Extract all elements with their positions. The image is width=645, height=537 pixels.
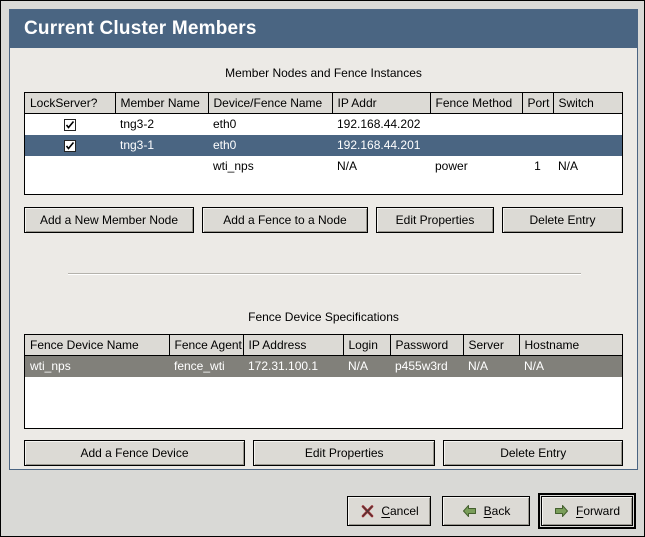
member-nodes-buttons: Add a New Member Node Add a Fence to a N… bbox=[24, 207, 623, 233]
add-fence-device-button[interactable]: Add a Fence Device bbox=[24, 440, 245, 466]
col-member-name[interactable]: Member Name bbox=[115, 93, 209, 114]
cancel-button-label: Cancel bbox=[381, 504, 419, 518]
col-ip-addr[interactable]: IP Addr bbox=[332, 93, 431, 114]
fence-devices-grid: Fence Device Name Fence Agent IP Address… bbox=[25, 335, 622, 377]
member-nodes-body: tng3-2 eth0 192.168.44.202 bbox=[25, 114, 622, 177]
cell-port bbox=[522, 114, 553, 135]
cell-ip-addr: N/A bbox=[337, 159, 358, 173]
cell-fence-method bbox=[430, 134, 522, 156]
cell-hostname: N/A bbox=[519, 355, 622, 377]
fence-devices-section: Fence Device Specifications Fenc bbox=[10, 310, 637, 466]
cell-member-name bbox=[115, 156, 208, 177]
cell-fence-agent: fence_wti bbox=[169, 355, 243, 377]
member-nodes-caption: Member Nodes and Fence Instances bbox=[225, 66, 422, 80]
cell-port bbox=[522, 134, 553, 156]
member-nodes-section: Member Nodes and Fence Instances bbox=[10, 66, 637, 233]
col-fence-agent[interactable]: Fence Agent bbox=[169, 335, 244, 356]
checkmark-icon bbox=[65, 121, 75, 129]
checkbox-lockserver[interactable] bbox=[64, 119, 76, 132]
cell-password: p455w3rd bbox=[390, 355, 463, 377]
fence-devices-caption: Fence Device Specifications bbox=[248, 310, 399, 324]
col-fence-device-name[interactable]: Fence Device Name bbox=[25, 335, 170, 356]
cancel-button[interactable]: Cancel bbox=[347, 496, 431, 526]
col-switch[interactable]: Switch bbox=[553, 93, 622, 114]
col-device-fence-name[interactable]: Device/Fence Name bbox=[208, 93, 333, 114]
cell-fence-device-name: wti_nps bbox=[25, 355, 169, 377]
checkmark-icon bbox=[65, 141, 75, 150]
cell-switch: N/A bbox=[558, 159, 579, 173]
cell-device-fence-name: wti_nps bbox=[213, 159, 254, 173]
table-row[interactable]: wti_nps fence_wti 172.31.100.1 N/A p455w… bbox=[25, 355, 622, 377]
col-hostname[interactable]: Hostname bbox=[519, 335, 622, 356]
col-login[interactable]: Login bbox=[343, 335, 391, 356]
nav-button-group: Cancel Back Forward bbox=[347, 493, 636, 529]
col-fence-method[interactable]: Fence Method bbox=[430, 93, 523, 114]
delete-entry-button-fence[interactable]: Delete Entry bbox=[443, 440, 623, 466]
col-server[interactable]: Server bbox=[463, 335, 520, 356]
cell-ip-address: 172.31.100.1 bbox=[243, 355, 343, 377]
arrow-right-icon bbox=[554, 503, 570, 519]
col-lockserver[interactable]: LockServer? bbox=[25, 93, 116, 114]
back-button-label: Back bbox=[483, 504, 511, 518]
table-row[interactable]: tng3-1 eth0 192.168.44.201 bbox=[25, 134, 622, 156]
add-fence-to-node-button[interactable]: Add a Fence to a Node bbox=[202, 207, 368, 233]
main-panel: Current Cluster Members Member Nodes and… bbox=[9, 9, 638, 470]
checkbox-lockserver[interactable] bbox=[64, 139, 76, 152]
cell-switch bbox=[553, 114, 622, 135]
cell-switch bbox=[553, 134, 622, 156]
cell-member-name: tng3-1 bbox=[115, 134, 208, 156]
cell-ip-addr: 192.168.44.201 bbox=[332, 134, 430, 156]
edit-properties-button-fence[interactable]: Edit Properties bbox=[252, 440, 436, 466]
cell-lockserver[interactable] bbox=[25, 114, 115, 135]
forward-button[interactable]: Forward bbox=[538, 493, 636, 529]
cell-server: N/A bbox=[463, 355, 519, 377]
close-x-icon bbox=[359, 503, 375, 519]
col-ip-address[interactable]: IP Address bbox=[243, 335, 344, 356]
cell-member-name: tng3-2 bbox=[120, 117, 155, 132]
add-new-member-node-button[interactable]: Add a New Member Node bbox=[24, 207, 194, 233]
delete-entry-button-members[interactable]: Delete Entry bbox=[502, 207, 623, 233]
cell-login: N/A bbox=[343, 355, 390, 377]
cell-lockserver[interactable] bbox=[25, 134, 115, 156]
col-password[interactable]: Password bbox=[390, 335, 464, 356]
fence-devices-buttons: Add a Fence Device Edit Properties Delet… bbox=[24, 440, 623, 466]
cell-device-fence-name: eth0 bbox=[208, 134, 332, 156]
section-divider bbox=[68, 273, 581, 275]
cell-fence-method: power bbox=[435, 159, 468, 173]
member-nodes-header-row: LockServer? Member Name Device/Fence Nam… bbox=[25, 93, 622, 114]
member-nodes-grid: LockServer? Member Name Device/Fence Nam… bbox=[25, 93, 622, 177]
edit-properties-button-members[interactable]: Edit Properties bbox=[376, 207, 494, 233]
fence-devices-header-row: Fence Device Name Fence Agent IP Address… bbox=[25, 335, 622, 356]
col-port[interactable]: Port bbox=[522, 93, 554, 114]
member-nodes-table[interactable]: LockServer? Member Name Device/Fence Nam… bbox=[24, 92, 623, 195]
page-title: Current Cluster Members bbox=[24, 18, 257, 39]
cell-lockserver[interactable] bbox=[25, 156, 115, 177]
forward-button-label: Forward bbox=[575, 504, 621, 518]
back-button[interactable]: Back bbox=[442, 496, 530, 526]
cell-ip-addr: 192.168.44.202 bbox=[337, 117, 421, 132]
titlebar: Current Cluster Members bbox=[10, 10, 637, 48]
table-row[interactable]: wti_nps N/A power 1 N/A bbox=[25, 156, 622, 177]
table-row[interactable]: tng3-2 eth0 192.168.44.202 bbox=[25, 114, 622, 135]
arrow-left-icon bbox=[462, 503, 478, 519]
fence-devices-body: wti_nps fence_wti 172.31.100.1 N/A p455w… bbox=[25, 355, 622, 377]
fence-devices-table[interactable]: Fence Device Name Fence Agent IP Address… bbox=[24, 334, 623, 429]
footer-navigation: Cancel Back Forward bbox=[1, 470, 644, 536]
cell-port: 1 bbox=[534, 159, 541, 173]
cell-device-fence-name: eth0 bbox=[213, 117, 237, 132]
cell-fence-method bbox=[430, 114, 522, 135]
